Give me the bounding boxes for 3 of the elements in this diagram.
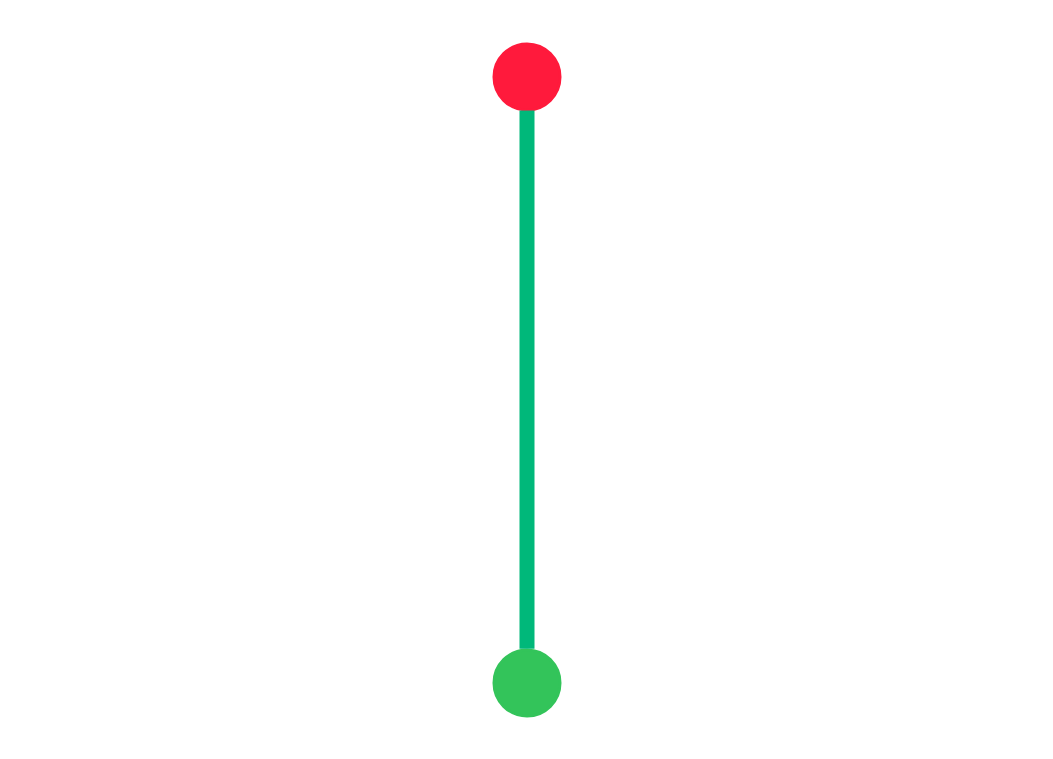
node-circle [492, 42, 561, 111]
connector [519, 110, 534, 649]
node-circle [492, 648, 561, 717]
